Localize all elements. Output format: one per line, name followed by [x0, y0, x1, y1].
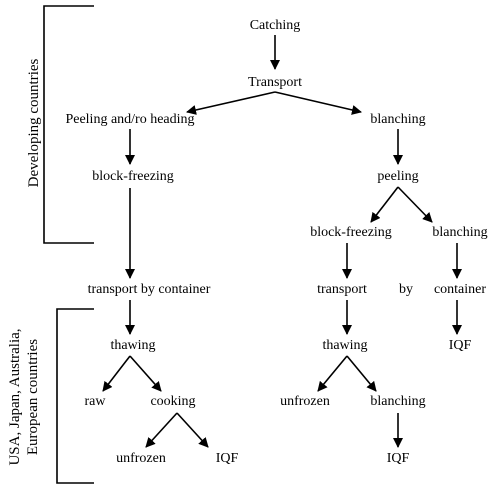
arrow-peeling-to-block-freezing — [370, 186, 399, 223]
node-block-freezing-left: block-freezing — [92, 169, 174, 184]
node-thawing-right: thawing — [322, 338, 367, 353]
node-peeling-heading: Peeling and/ro heading — [65, 112, 194, 127]
arrow-peeling-to-blanching — [397, 186, 433, 223]
node-iqf-container: IQF — [449, 338, 472, 353]
arrow-cooking-to-unfrozen — [145, 412, 178, 448]
node-blanching-top: blanching — [370, 112, 425, 127]
importing-bracket — [56, 308, 94, 484]
node-transport: Transport — [248, 75, 302, 90]
node-cooking: cooking — [150, 394, 195, 409]
developing-countries-label: Developing countries — [26, 58, 42, 187]
arrow-cooking-to-iqf — [176, 412, 209, 448]
node-block-freezing-right: block-freezing — [310, 225, 392, 240]
importing-countries-label-1: USA, Japan, Australia, — [7, 328, 23, 465]
node-by: by — [399, 282, 413, 297]
node-peeling: peeling — [377, 169, 418, 184]
arrow-thawing-to-unfrozen — [317, 355, 348, 392]
node-transport-by-container: transport by container — [88, 282, 211, 297]
node-blanching-bottom: blanching — [370, 394, 425, 409]
arrow-thawing-to-raw — [102, 355, 131, 392]
arrow-transport-to-blanching — [274, 91, 362, 115]
importing-countries-label-2: European countries — [25, 339, 41, 455]
arrow-transport-to-peeling-heading — [186, 91, 276, 115]
node-unfrozen-right: unfrozen — [280, 394, 330, 409]
developing-bracket — [43, 5, 94, 244]
arrow-thawing-to-blanching — [346, 355, 377, 392]
node-catching: Catching — [250, 18, 301, 33]
node-thawing-left: thawing — [110, 338, 155, 353]
node-transport-right: transport — [317, 282, 367, 297]
node-blanching-mid: blanching — [432, 225, 487, 240]
node-iqf-right: IQF — [387, 451, 410, 466]
node-container: container — [434, 282, 486, 297]
node-raw: raw — [85, 394, 107, 409]
node-iqf-left: IQF — [216, 451, 239, 466]
arrow-thawing-to-cooking — [129, 355, 162, 392]
node-unfrozen-left: unfrozen — [116, 451, 166, 466]
